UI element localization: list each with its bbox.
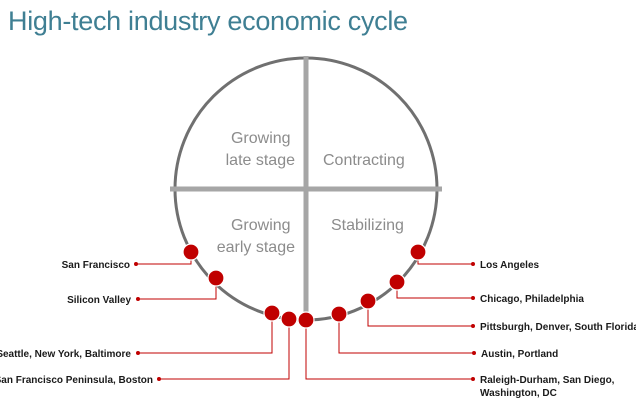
city-label-pittsburgh: Pittsburgh, Denver, South Florida <box>480 322 636 333</box>
leader-end-dot <box>471 377 475 381</box>
city-label-line: Austin, Portland <box>481 349 558 360</box>
leader-line <box>159 319 290 380</box>
quadrant-label-line: Growing <box>231 130 291 147</box>
city-label-line: San Francisco <box>62 260 130 271</box>
city-label-san-francisco: San Francisco <box>62 260 130 271</box>
quadrant-label-growing-late: Growing late stage <box>226 130 295 169</box>
city-marker-silicon-valley <box>207 269 225 287</box>
quadrant-label-line: early stage <box>217 239 295 256</box>
quadrant-label-growing-early: Growing early stage <box>217 217 295 256</box>
leader-end-dots <box>134 262 476 381</box>
leader-end-dot <box>471 324 475 328</box>
city-label-austin: Austin, Portland <box>481 349 558 360</box>
city-label-line: Chicago, Philadelphia <box>480 294 584 305</box>
city-label-sf-peninsula: San Francisco Peninsula, Boston <box>0 375 153 386</box>
city-label-line: Pittsburgh, Denver, South Florida <box>480 322 636 333</box>
leader-line <box>305 320 473 380</box>
city-marker-austin <box>330 305 348 323</box>
leader-line <box>367 301 473 327</box>
leader-end-dot <box>134 262 138 266</box>
city-marker-los-angeles <box>409 243 427 261</box>
city-marker-sf-peninsula <box>280 310 298 328</box>
city-marker-seattle <box>263 304 281 322</box>
leader-end-dot <box>136 351 140 355</box>
city-label-raleigh: Raleigh-Durham, San Diego, Washington, D… <box>480 375 617 399</box>
city-label-line: San Francisco Peninsula, Boston <box>0 375 153 386</box>
leader-line <box>138 278 217 300</box>
page-title: High-tech industry economic cycle <box>8 6 408 36</box>
city-marker-chicago <box>388 273 406 291</box>
quadrant-label-line: Growing <box>231 217 291 234</box>
city-marker-raleigh <box>297 311 315 329</box>
leader-line <box>338 314 474 354</box>
leader-end-dot <box>157 377 161 381</box>
city-label-line: Los Angeles <box>480 260 540 271</box>
quadrant-label-line: Contracting <box>323 152 405 169</box>
city-label-los-angeles: Los Angeles <box>480 260 540 271</box>
quadrant-label-line: Stabilizing <box>331 217 404 234</box>
city-label-line: Seattle, New York, Baltimore <box>0 349 131 360</box>
leader-line <box>396 282 473 299</box>
leader-line <box>138 313 273 354</box>
leader-end-dot <box>471 296 475 300</box>
leader-end-dot <box>471 262 475 266</box>
city-label-seattle: Seattle, New York, Baltimore <box>0 349 131 360</box>
city-label-line: Silicon Valley <box>67 295 131 306</box>
quadrant-label-line: late stage <box>226 152 295 169</box>
leader-end-dot <box>136 297 140 301</box>
city-markers <box>182 243 427 329</box>
city-label-silicon-valley: Silicon Valley <box>67 295 131 306</box>
quadrant-label-stabilizing: Stabilizing <box>331 217 404 234</box>
leader-end-dot <box>472 351 476 355</box>
city-label-line: Washington, DC <box>480 388 557 399</box>
city-label-chicago: Chicago, Philadelphia <box>480 294 584 305</box>
quadrant-label-contracting: Contracting <box>323 152 405 169</box>
city-marker-san-francisco <box>182 243 200 261</box>
city-marker-pittsburgh <box>359 292 377 310</box>
city-label-line: Raleigh-Durham, San Diego, <box>480 375 615 386</box>
